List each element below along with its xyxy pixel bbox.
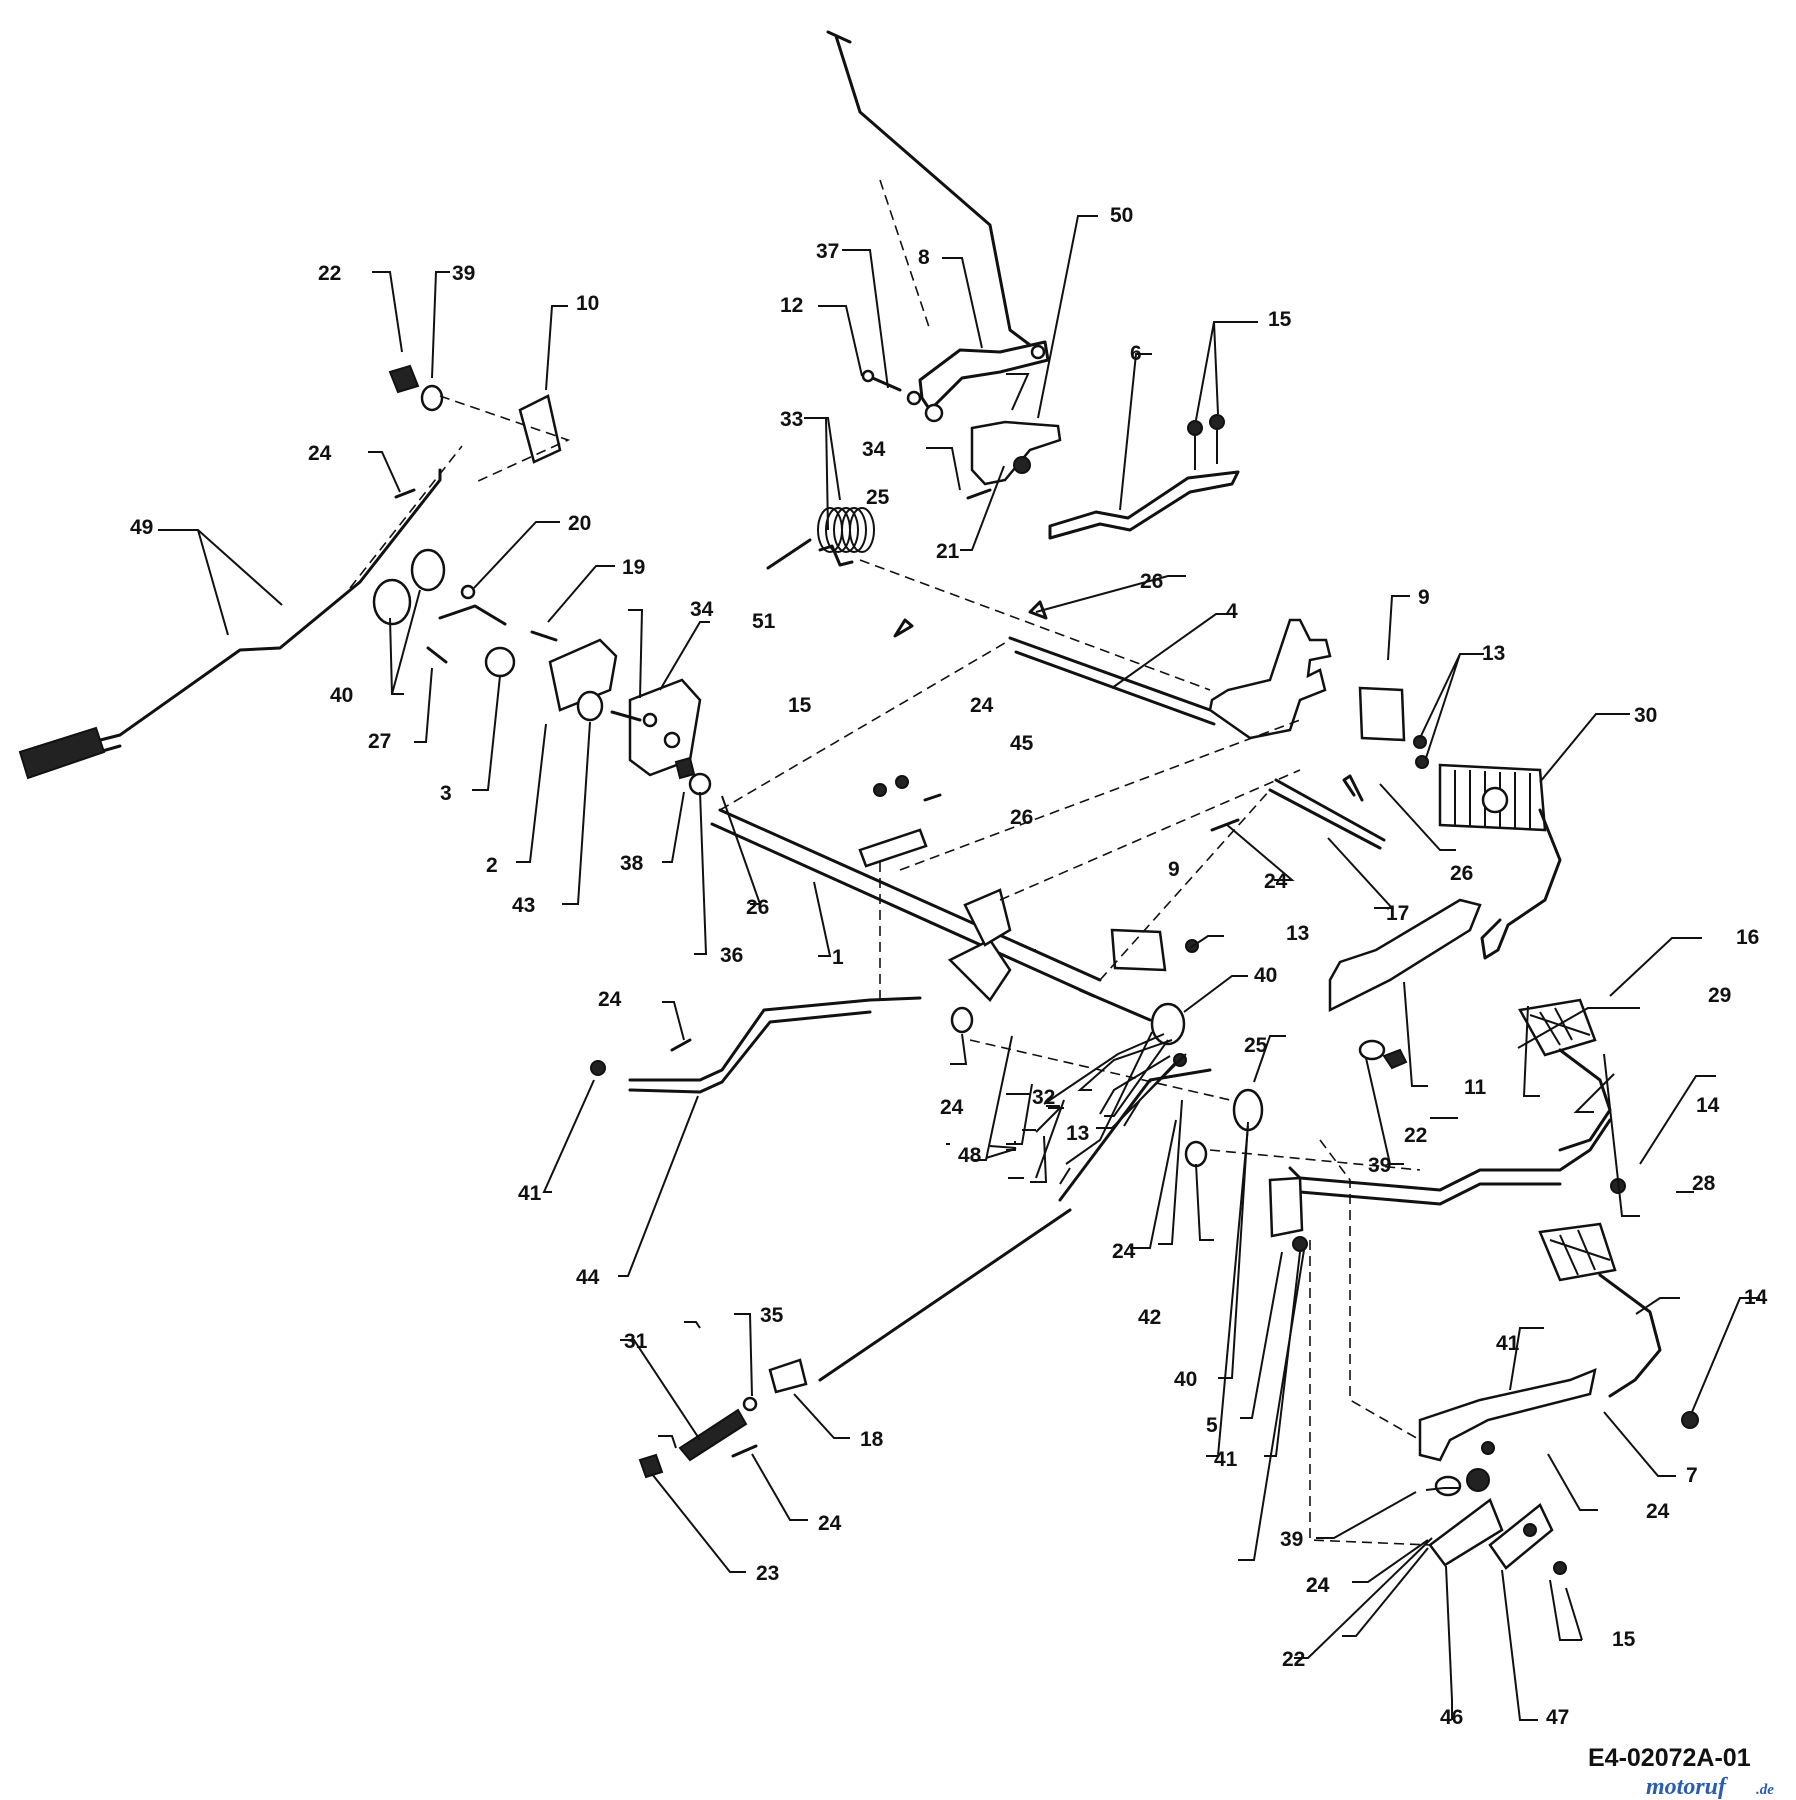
parts-artwork [18, 30, 1699, 1575]
watermark-text: motoruf [1646, 1774, 1728, 1800]
callout-2: 2 [486, 854, 498, 877]
callout-43: 43 [512, 894, 535, 917]
callout-16: 16 [1736, 926, 1759, 949]
callout-40-bottom: 40 [1174, 1368, 1197, 1391]
callout-22-mid: 22 [1404, 1124, 1427, 1147]
callout-14-lower: 14 [1744, 1286, 1768, 1309]
callout-24-g: 24 [818, 1512, 842, 1535]
callout-22-top: 22 [318, 262, 341, 285]
callout-20: 20 [568, 512, 591, 535]
callout-51: 51 [752, 610, 776, 633]
callout-46: 46 [1440, 1706, 1463, 1729]
callout-8: 8 [918, 246, 930, 269]
callout-45: 45 [1010, 732, 1034, 755]
callout-47: 47 [1546, 1706, 1569, 1729]
callout-12: 12 [780, 294, 803, 317]
callout-24-h: 24 [1646, 1500, 1670, 1523]
callout-33: 33 [780, 408, 803, 431]
callout-13-upper: 13 [1482, 642, 1505, 665]
callout-26-d: 26 [746, 896, 769, 919]
callout-39-mid: 39 [1368, 1154, 1391, 1177]
callout-24-e: 24 [940, 1096, 964, 1119]
callout-39-top: 39 [452, 262, 475, 285]
callout-23: 23 [756, 1562, 779, 1585]
callout-10: 10 [576, 292, 599, 315]
callout-44: 44 [576, 1266, 600, 1289]
callout-5: 5 [1206, 1414, 1218, 1437]
callout-19: 19 [622, 556, 645, 579]
callout-29: 29 [1708, 984, 1731, 1007]
callout-14-upper: 14 [1696, 1094, 1720, 1117]
callout-42: 42 [1138, 1306, 1161, 1329]
callout-25-upper: 25 [866, 486, 890, 509]
callout-9-lower: 9 [1168, 858, 1180, 881]
callout-34-upper: 34 [862, 438, 886, 461]
callout-39-bottom: 39 [1280, 1528, 1303, 1551]
callout-40-left: 40 [330, 684, 353, 707]
callout-21: 21 [936, 540, 960, 563]
callout-40-mid: 40 [1254, 964, 1277, 987]
callout-6: 6 [1130, 342, 1142, 365]
callout-24-d: 24 [598, 988, 622, 1011]
callout-27: 27 [368, 730, 391, 753]
callout-41-bottom: 41 [1214, 1448, 1238, 1471]
callout-28: 28 [1692, 1172, 1716, 1195]
callout-35: 35 [760, 1304, 784, 1327]
callout-24-a: 24 [308, 442, 332, 465]
callout-15-mid: 15 [788, 694, 812, 717]
callout-4: 4 [1226, 600, 1238, 623]
callout-15-top: 15 [1268, 308, 1292, 331]
leader-lines [158, 215, 1760, 1721]
callout-3: 3 [440, 782, 452, 805]
callout-37: 37 [816, 240, 839, 263]
watermark: motoruf .de [1646, 1774, 1774, 1800]
callout-32: 32 [1032, 1086, 1055, 1109]
callout-9-upper: 9 [1418, 586, 1430, 609]
callout-24-j: 24 [1306, 1574, 1330, 1597]
pedal-28 [1538, 1222, 1699, 1429]
callout-30: 30 [1634, 704, 1657, 727]
callout-24-b: 24 [970, 694, 994, 717]
callout-36: 36 [720, 944, 743, 967]
callout-17: 17 [1386, 902, 1409, 925]
callout-22-bottom: 22 [1282, 1648, 1305, 1671]
callout-24-i: 24 [1306, 1574, 1330, 1597]
callout-48: 48 [958, 1144, 982, 1167]
callout-34-lower: 34 [690, 598, 714, 621]
watermark-suffix: .de [1756, 1782, 1774, 1798]
callout-26-a: 26 [1140, 570, 1163, 593]
callout-15-bottom: 15 [1612, 1628, 1636, 1651]
callout-25-lower: 25 [1244, 1034, 1268, 1057]
callout-24-c: 24 [1264, 870, 1288, 893]
callout-13-mid: 13 [1286, 922, 1309, 945]
pedal-30 [1438, 763, 1562, 960]
callout-18: 18 [860, 1428, 884, 1451]
callout-41-left: 41 [518, 1182, 542, 1205]
callout-24-f: 24 [1112, 1240, 1136, 1263]
callout-1: 1 [832, 946, 844, 969]
callout-26-b: 26 [1450, 862, 1473, 885]
callout-31: 31 [624, 1330, 648, 1353]
callout-26-c: 26 [1010, 806, 1033, 829]
drawing-code: E4-02072A-01 [1588, 1744, 1751, 1772]
callout-labels: 1 2 3 4 5 6 7 8 9 9 10 11 12 13 13 13 14… [130, 204, 1768, 1729]
callout-11: 11 [1464, 1076, 1487, 1099]
callout-41-right: 41 [1496, 1332, 1520, 1355]
callout-50: 50 [1110, 204, 1133, 227]
callout-49: 49 [130, 516, 153, 539]
callout-13-lower: 13 [1066, 1122, 1089, 1145]
callout-7: 7 [1686, 1464, 1698, 1487]
callout-38: 38 [620, 852, 644, 875]
